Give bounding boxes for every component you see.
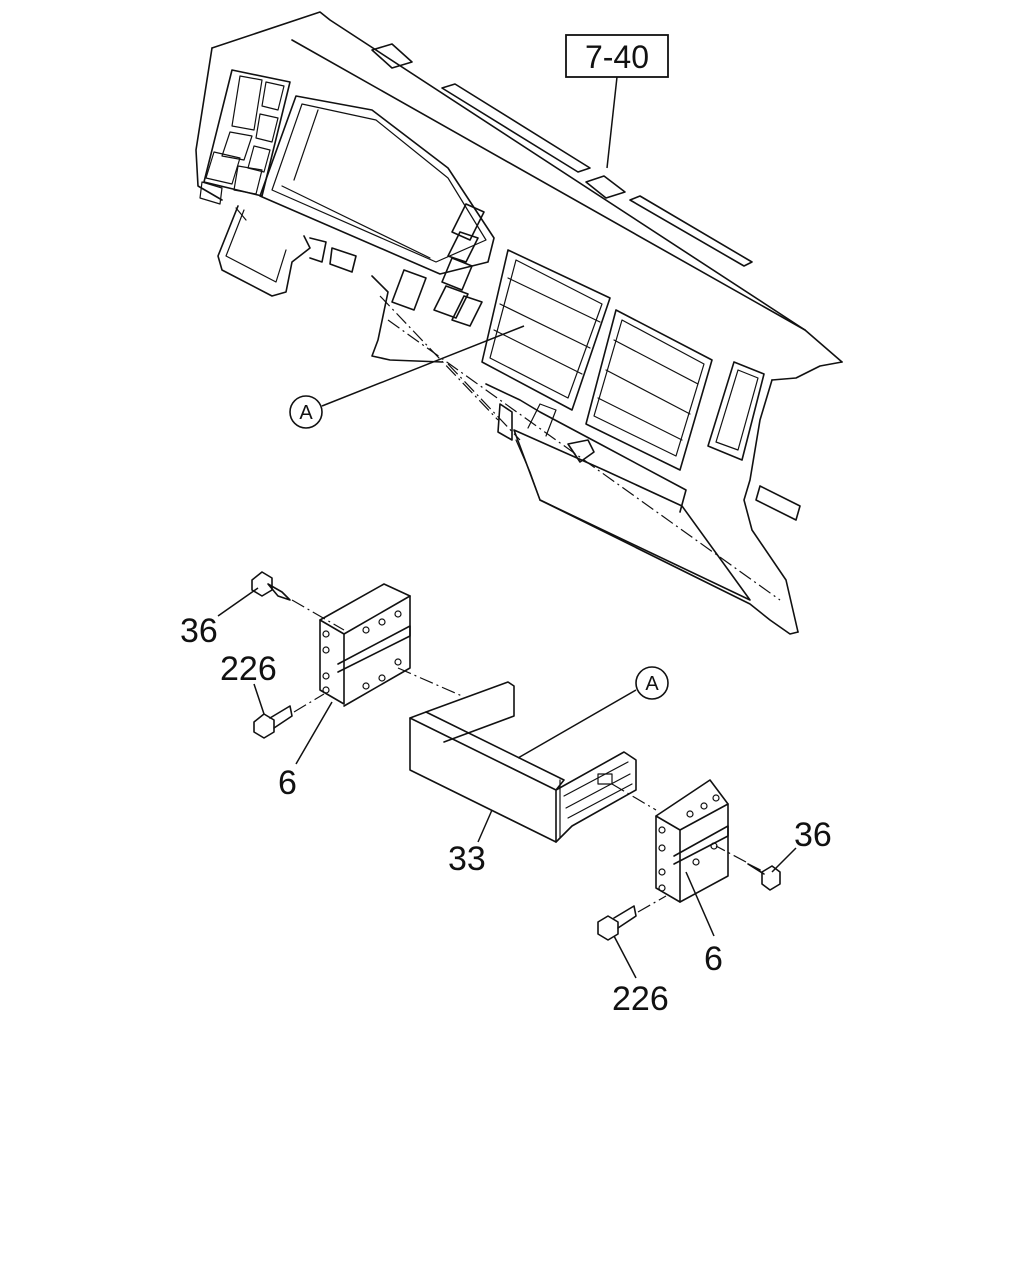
callout-bolt-right: 226 bbox=[612, 980, 669, 1018]
callout-bracket-left: 6 bbox=[278, 764, 297, 802]
bolt-right bbox=[597, 895, 667, 941]
callout-bolt-left: 226 bbox=[220, 650, 277, 688]
bolt-left bbox=[253, 693, 325, 739]
screw-right bbox=[715, 845, 781, 891]
reference-box-label: 7-40 bbox=[585, 39, 649, 75]
pocket bbox=[397, 667, 637, 843]
callout-bracket-right: 6 bbox=[704, 940, 723, 978]
reference-box: 7-40 bbox=[565, 34, 669, 169]
view-marker-dashboard-label: A bbox=[299, 402, 313, 424]
bracket-left bbox=[319, 583, 411, 707]
view-marker-dashboard: A bbox=[289, 325, 525, 429]
screw-left bbox=[251, 571, 345, 631]
callout-screw-right: 36 bbox=[794, 816, 832, 854]
instrument-panel bbox=[195, 11, 843, 635]
callout-screw-left: 36 bbox=[180, 612, 218, 650]
bracket-right bbox=[611, 779, 729, 903]
view-marker-bracket-label: A bbox=[645, 673, 659, 695]
reference-leader bbox=[606, 76, 618, 169]
callouts: 36 226 6 33 36 6 226 bbox=[180, 587, 832, 1018]
view-marker-bracket: A bbox=[517, 666, 669, 759]
callout-pocket: 33 bbox=[448, 840, 486, 878]
